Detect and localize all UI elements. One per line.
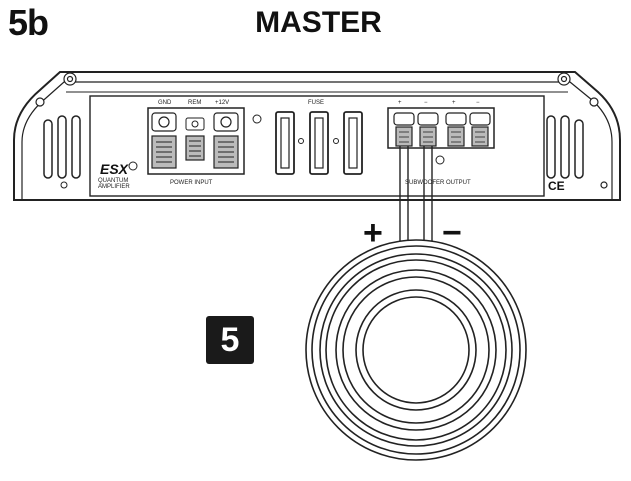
minus-polarity-sign: − <box>442 214 462 252</box>
speaker-output-block: + − + − SUBWOOFER OUTPUT <box>387 100 495 186</box>
right-vent-slots <box>546 115 584 179</box>
gnd-terminal-label: GND <box>158 100 172 106</box>
plus-polarity-sign: + <box>363 214 383 252</box>
svg-text:+: + <box>398 100 402 106</box>
ground-screw-icon <box>60 181 68 189</box>
left-vent-slots <box>43 115 81 179</box>
svg-text:−: − <box>424 100 428 106</box>
speaker-wires <box>399 146 433 255</box>
figure-label: 5b <box>8 2 49 43</box>
speaker-output-caption: SUBWOOFER OUTPUT <box>405 180 471 186</box>
figure-title: MASTER <box>255 6 382 39</box>
svg-text:ESX: ESX <box>100 161 130 177</box>
plus12v-terminal-label: +12V <box>215 100 229 106</box>
fuse-label: FUSE <box>308 100 324 106</box>
svg-text:AMPLIFIER: AMPLIFIER <box>98 184 130 190</box>
svg-text:QUANTUM: QUANTUM <box>98 178 128 184</box>
ce-mark: CE <box>548 179 565 193</box>
svg-text:+: + <box>452 100 456 106</box>
subwoofer-speaker-icon <box>305 239 527 461</box>
power-input-caption: POWER INPUT <box>170 180 213 186</box>
brand-logo: ESX QUANTUM AMPLIFIER <box>98 161 138 190</box>
fuse-block: FUSE <box>275 100 363 175</box>
svg-text:−: − <box>476 100 480 106</box>
corner-screw-icons <box>35 72 608 189</box>
power-input-block: GND REM +12V POWER INPUT <box>147 100 262 186</box>
step-number-badge: 5 <box>206 316 254 364</box>
rem-terminal-label: REM <box>188 100 201 106</box>
